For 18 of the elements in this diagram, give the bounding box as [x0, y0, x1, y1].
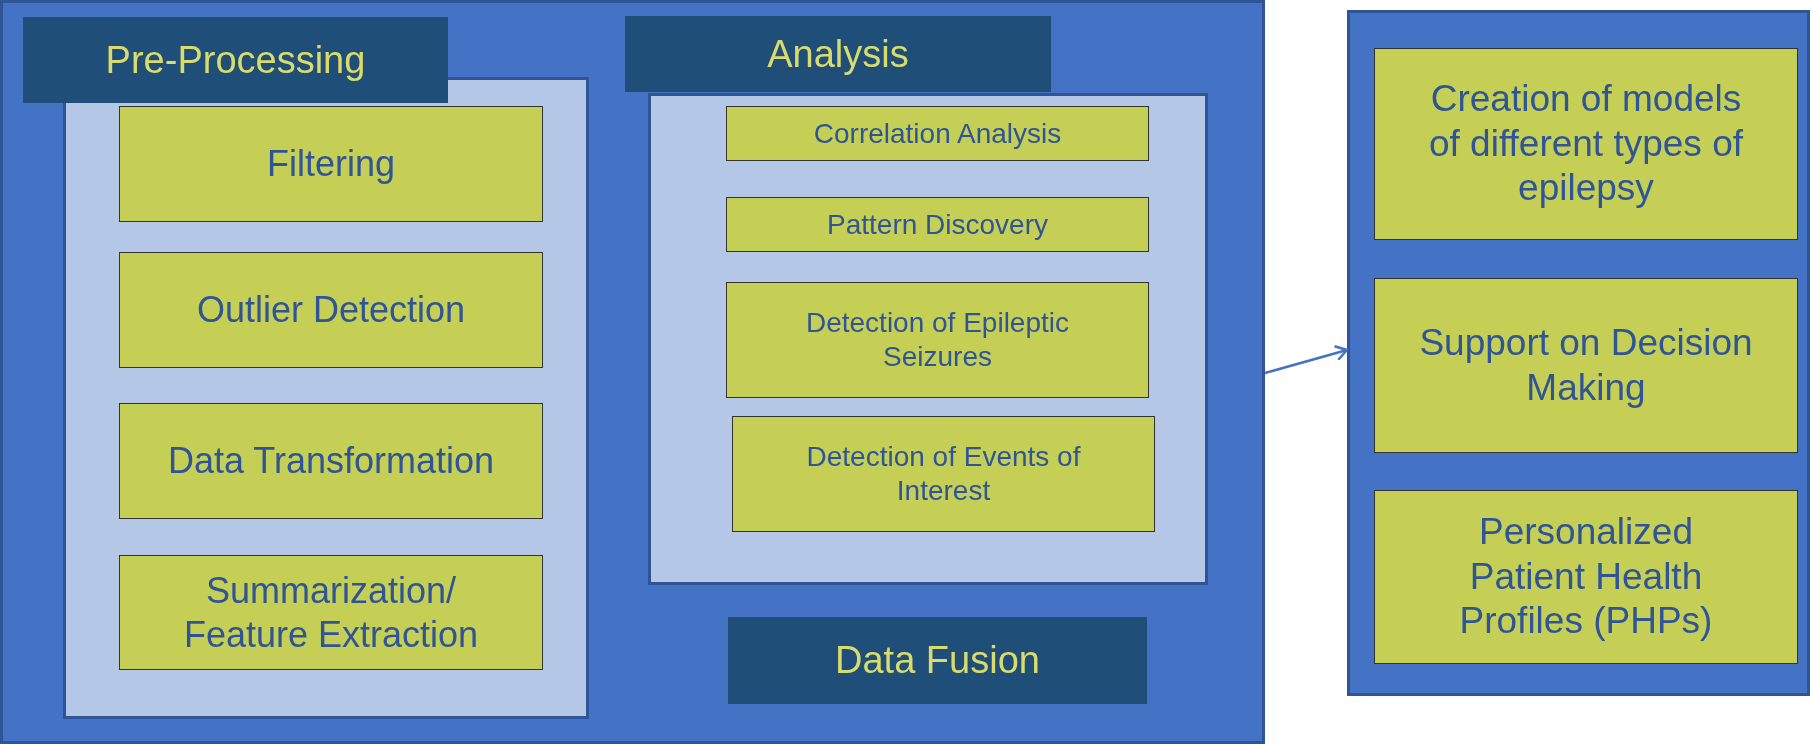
process-box: Summarization/ Feature Extraction [119, 555, 543, 670]
output-box: Personalized Patient Health Profiles (PHPs) [1374, 490, 1798, 664]
section-header: Pre-Processing [23, 17, 448, 103]
process-box: Detection of Epileptic Seizures [726, 282, 1149, 398]
output-panel [1347, 10, 1810, 696]
section-header: Analysis [625, 16, 1051, 92]
section-header: Data Fusion [728, 617, 1147, 704]
process-box: Pattern Discovery [726, 197, 1149, 252]
section-panel [648, 93, 1208, 585]
output-box: Support on Decision Making [1374, 278, 1798, 453]
process-box: Filtering [119, 106, 543, 222]
process-box: Detection of Events of Interest [732, 416, 1155, 532]
main-panel [0, 0, 1265, 744]
process-box: Correlation Analysis [726, 106, 1149, 161]
output-box: Creation of models of different types of epilepsy [1374, 48, 1798, 240]
process-box: Data Transformation [119, 403, 543, 519]
arrow [1264, 345, 1349, 375]
process-box: Outlier Detection [119, 252, 543, 368]
